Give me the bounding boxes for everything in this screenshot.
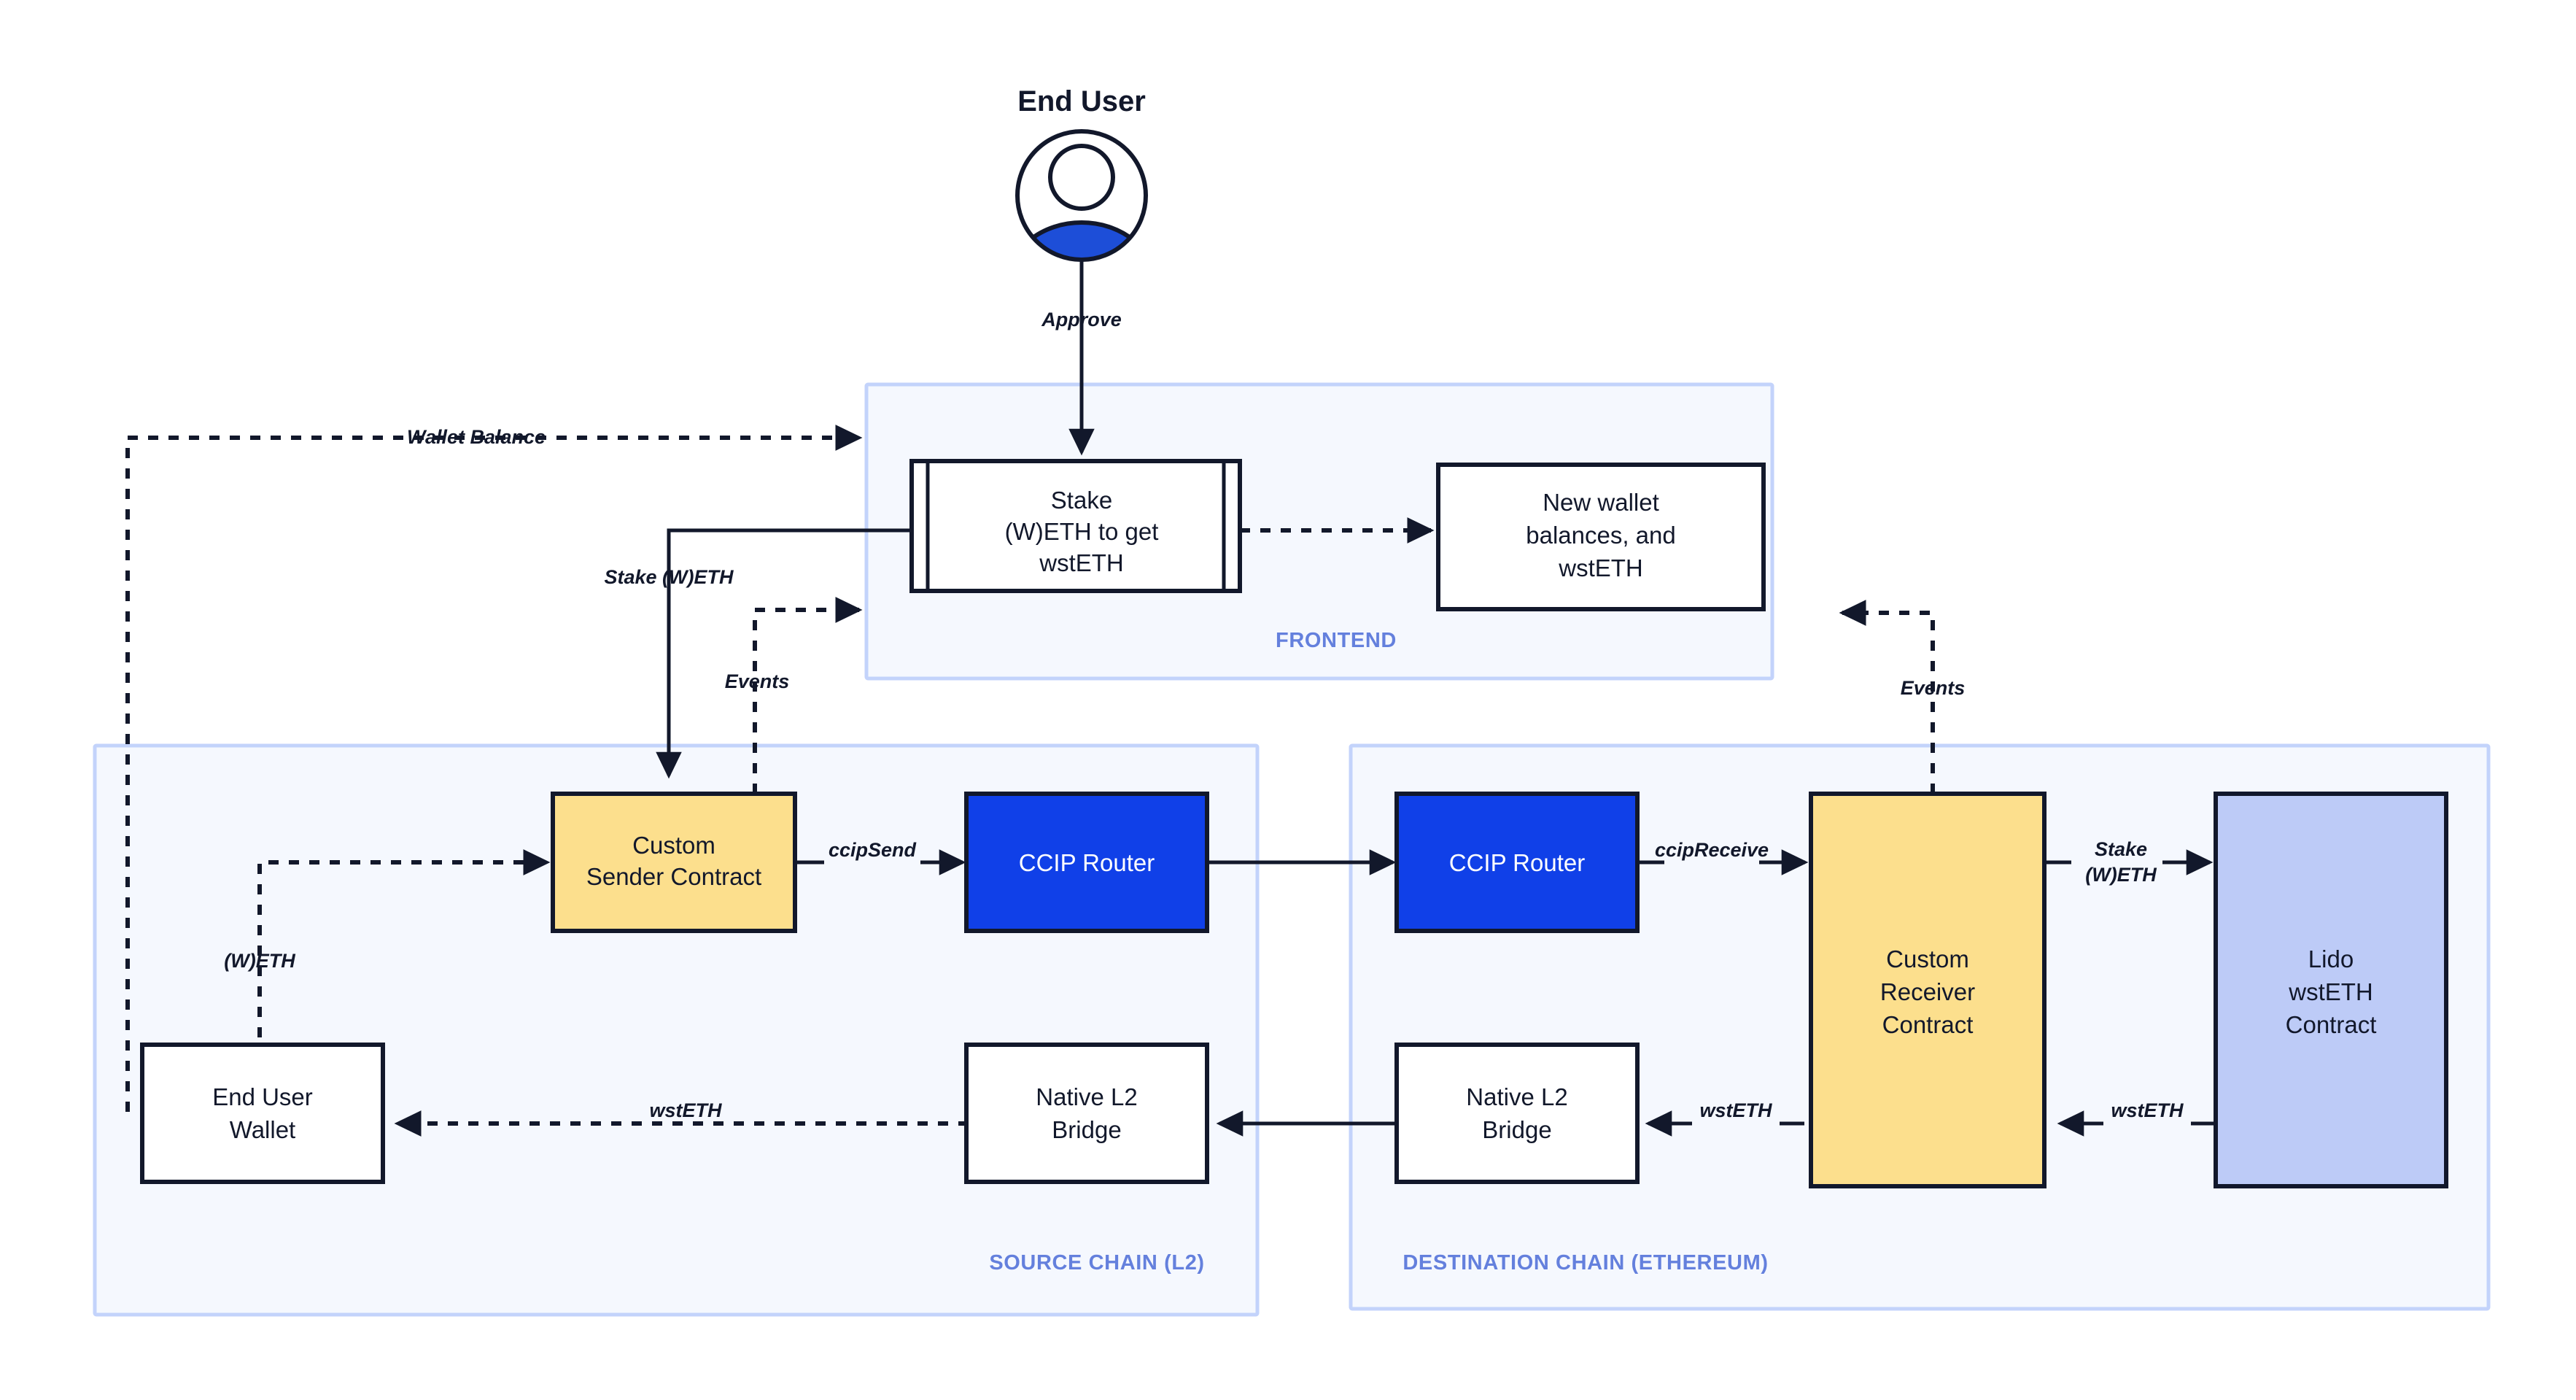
panel-frontend-label: FRONTEND — [1276, 629, 1397, 652]
edge-wst-wallet-label: wstETH — [649, 1099, 722, 1121]
node-native-bridge-dst[interactable]: Native L2 Bridge — [1394, 1043, 1640, 1184]
node-receiver-contract-line1: Custom — [1886, 945, 1969, 972]
node-end-user-wallet-line1: End User — [212, 1083, 313, 1110]
node-sender-contract[interactable]: Custom Sender Contract — [551, 792, 797, 933]
panel-destination-chain-label: DESTINATION CHAIN (ETHEREUM) — [1403, 1251, 1768, 1275]
edge-ccip-send-label: ccipSend — [829, 839, 917, 861]
node-ccip-router-dst-label: CCIP Router — [1449, 849, 1585, 876]
edge-weth-transfer-line — [257, 849, 551, 1058]
node-lido-contract[interactable]: Lido wstETH Contract — [2214, 792, 2448, 1188]
node-new-balances-line1: New wallet — [1543, 489, 1659, 516]
node-end-user-wallet[interactable]: End User Wallet — [140, 1043, 385, 1184]
node-new-balances-line3: wstETH — [1558, 554, 1643, 581]
node-lido-contract-line3: Contract — [2286, 1011, 2377, 1038]
node-native-bridge-src-line1: Native L2 — [1036, 1083, 1137, 1110]
node-native-bridge-dst-line2: Bridge — [1482, 1116, 1551, 1143]
node-receiver-contract-line3: Contract — [1882, 1011, 1974, 1038]
edge-events-src-line — [753, 597, 863, 794]
node-ccip-router-src-label: CCIP Router — [1019, 849, 1155, 876]
node-native-bridge-src[interactable]: Native L2 Bridge — [964, 1043, 1209, 1184]
end-user-title: End User — [1017, 85, 1146, 117]
node-end-user-wallet-line2: Wallet — [230, 1116, 295, 1143]
node-stake-form-line1: Stake — [1051, 487, 1112, 514]
edge-stake-weth-dst-label-line1: Stake — [2095, 838, 2147, 860]
edge-wst-bridge-dst-label: wstETH — [1699, 1099, 1772, 1121]
node-native-bridge-src-line2: Bridge — [1052, 1116, 1121, 1143]
edge-events-dst-label: Events — [1901, 677, 1966, 699]
node-stake-form-line2: (W)ETH to get — [1005, 518, 1159, 545]
node-new-balances[interactable]: New wallet balances, and wstETH — [1436, 463, 1766, 611]
edge-events-src-label: Events — [725, 670, 790, 692]
node-lido-contract-line1: Lido — [2308, 945, 2354, 972]
edge-stake-weth-dst-label-line2: (W)ETH — [2085, 864, 2157, 886]
edge-wallet-balance-label: Wallet Balance — [407, 426, 546, 448]
node-lido-contract-line2: wstETH — [2288, 978, 2373, 1005]
node-sender-contract-line2: Sender Contract — [586, 863, 761, 890]
node-new-balances-line2: balances, and — [1526, 522, 1676, 549]
node-receiver-contract[interactable]: Custom Receiver Contract — [1809, 792, 2047, 1188]
node-native-bridge-dst-line1: Native L2 — [1466, 1083, 1567, 1110]
node-sender-contract-line1: Custom — [632, 832, 715, 859]
panel-source-chain-label: SOURCE CHAIN (L2) — [989, 1251, 1204, 1275]
node-receiver-contract-line2: Receiver — [1880, 978, 1975, 1005]
edge-stake-weth-src-line — [656, 528, 912, 779]
edge-weth-transfer-label: (W)ETH — [224, 950, 295, 972]
node-stake-form[interactable]: Stake (W)ETH to get wstETH — [909, 459, 1242, 593]
edge-approve-label: Approve — [1041, 309, 1122, 330]
edge-ccip-receive-label: ccipReceive — [1655, 839, 1769, 861]
node-ccip-router-dst[interactable]: CCIP Router — [1394, 792, 1640, 933]
node-ccip-router-src[interactable]: CCIP Router — [964, 792, 1209, 933]
edge-wallet-balance-line — [125, 425, 863, 1112]
edge-wst-lido-label: wstETH — [2111, 1099, 2184, 1121]
node-stake-form-line3: wstETH — [1039, 549, 1124, 576]
edge-stake-weth-src-label: Stake (W)ETH — [604, 566, 734, 588]
